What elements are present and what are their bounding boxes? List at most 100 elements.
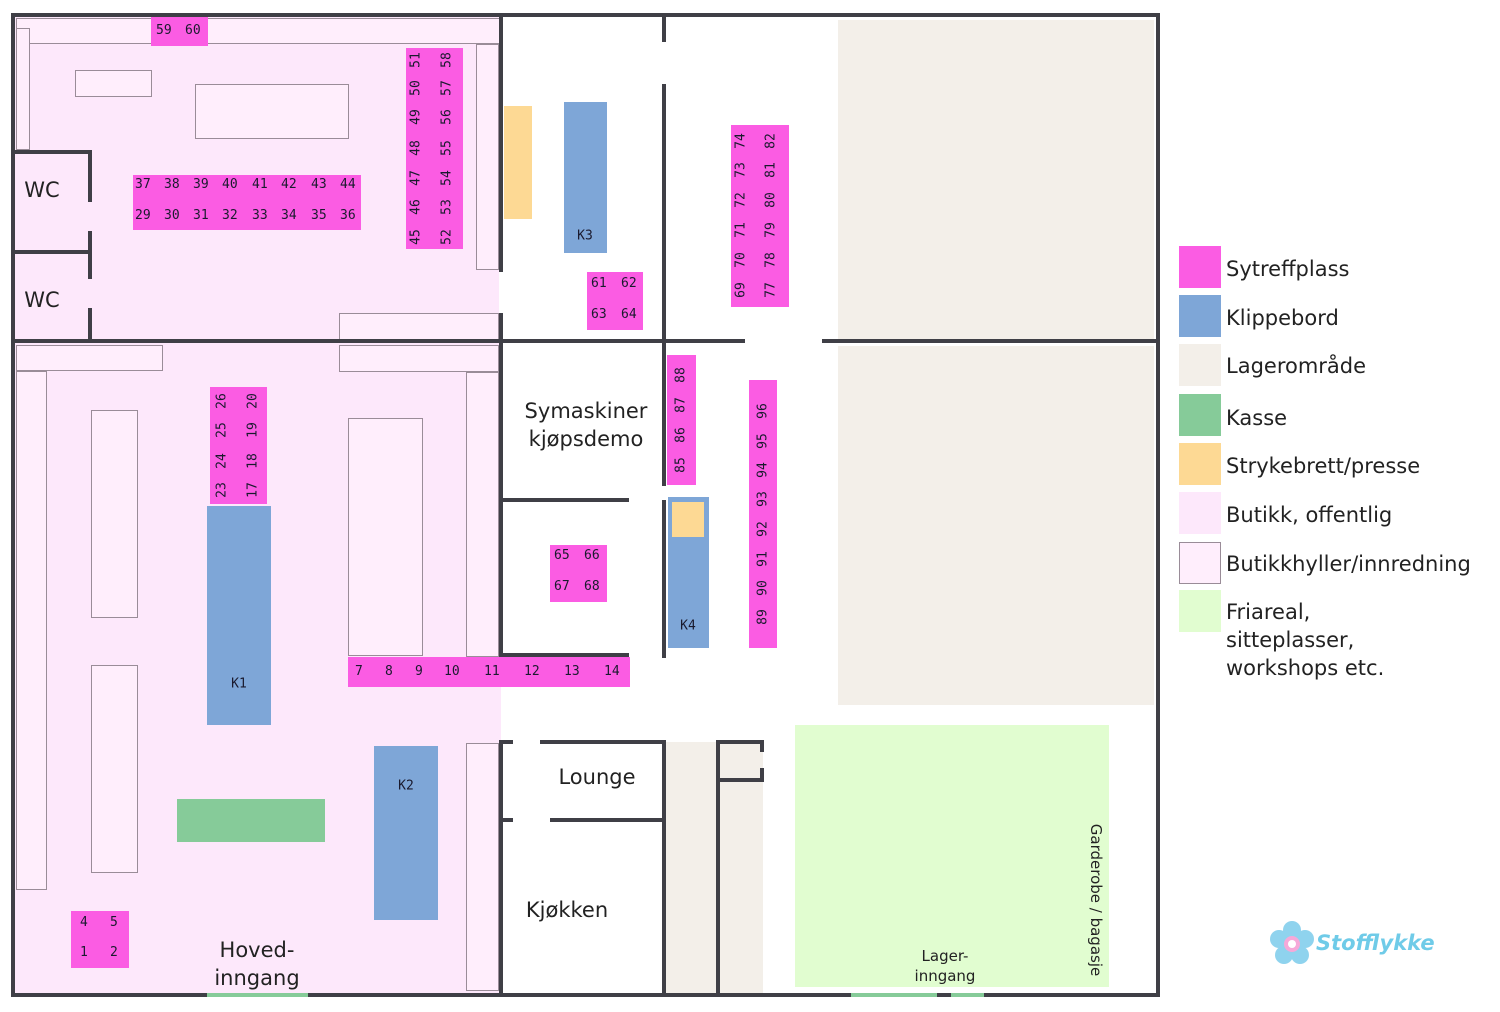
seat-block[interactable] <box>550 545 607 602</box>
seat-number: 52 <box>439 229 455 245</box>
seat-number: 10 <box>444 664 460 679</box>
seat-number: 62 <box>621 276 637 291</box>
legend-swatch-storage <box>1179 344 1221 386</box>
seat-number: 65 <box>554 548 570 563</box>
wall <box>88 231 92 279</box>
legend-swatch-shelf <box>1179 542 1221 584</box>
storage-corridor-1 <box>666 742 716 994</box>
storage-area-right <box>838 346 1154 705</box>
seat-number: 53 <box>439 199 455 215</box>
seat-number: 23 <box>214 482 230 498</box>
cutting-table-k2: K2 <box>374 746 438 920</box>
wall <box>499 498 629 502</box>
seat-number: 93 <box>755 491 771 507</box>
main-entrance-door[interactable] <box>207 993 308 997</box>
wall <box>11 339 499 343</box>
wall <box>550 818 666 822</box>
seat-number: 78 <box>763 252 779 268</box>
wall <box>499 313 503 656</box>
seat-number: 56 <box>439 109 455 125</box>
seat-number: 58 <box>439 52 455 68</box>
seat-number: 8 <box>385 664 393 679</box>
ironing-board <box>672 502 704 537</box>
seat-number: 69 <box>733 282 749 298</box>
seat-number: 50 <box>408 80 424 96</box>
storage-entrance-door-2[interactable] <box>951 993 984 997</box>
seat-number: 87 <box>673 397 689 413</box>
seat-number: 90 <box>755 580 771 596</box>
seat-number: 45 <box>408 229 424 245</box>
legend-swatch-free-area <box>1179 590 1221 632</box>
seat-number: 92 <box>755 521 771 537</box>
seat-block[interactable] <box>348 657 630 687</box>
seat-number: 67 <box>554 579 570 594</box>
storage-entrance-door[interactable] <box>851 993 937 997</box>
seat-block[interactable] <box>731 125 789 307</box>
storage-area-top-right <box>838 20 1154 340</box>
seat-number: 49 <box>408 109 424 125</box>
seat-number: 20 <box>245 393 261 409</box>
seat-number: 32 <box>222 208 238 223</box>
seat-number: 44 <box>340 177 356 192</box>
seat-number: 63 <box>591 307 607 322</box>
legend-swatch-cutting-table <box>1179 295 1221 337</box>
wall <box>662 500 666 658</box>
seat-number: 55 <box>439 140 455 156</box>
seat-number: 7 <box>355 664 363 679</box>
seat-block[interactable] <box>133 175 361 230</box>
seat-number: 68 <box>584 579 600 594</box>
seat-number: 72 <box>733 192 749 208</box>
seat-number: 77 <box>763 282 779 298</box>
seat-number: 19 <box>245 422 261 438</box>
seat-number: 51 <box>408 52 424 68</box>
legend-label: Butikk, offentlig <box>1226 503 1393 527</box>
shelf <box>339 345 499 372</box>
cutting-table-k3: K3 <box>564 102 607 253</box>
wall <box>662 13 666 42</box>
cutting-table-label: K4 <box>680 618 696 634</box>
seat-number: 79 <box>763 222 779 238</box>
shelf <box>16 371 47 890</box>
logo: Stofflykke <box>1268 918 1438 972</box>
shelf <box>348 418 423 656</box>
seat-number: 41 <box>252 177 268 192</box>
wall <box>499 653 629 657</box>
room-label-demo: Symaskiner kjøpsdemo <box>524 399 648 451</box>
wall <box>499 13 503 272</box>
floor-plan: K1 K2 K3 K4 59 60 37 38 39 40 41 42 43 4… <box>11 13 1160 997</box>
seat-number: 91 <box>755 551 771 567</box>
wall <box>662 740 666 997</box>
wall <box>499 740 503 997</box>
seat-number: 48 <box>408 140 424 156</box>
wall <box>11 13 1160 17</box>
seat-block[interactable] <box>151 17 208 46</box>
seat-number: 25 <box>214 422 230 438</box>
seat-block[interactable] <box>667 355 696 485</box>
legend-swatch-seat <box>1179 246 1221 288</box>
seat-number: 38 <box>164 177 180 192</box>
seat-block[interactable] <box>406 48 463 249</box>
seat-number: 95 <box>755 433 771 449</box>
wall <box>88 150 92 202</box>
seat-number: 5 <box>110 915 118 930</box>
seat-number: 71 <box>733 222 749 238</box>
wall <box>716 740 720 997</box>
shelf <box>466 372 499 657</box>
seat-number: 59 <box>156 23 172 38</box>
seat-number: 39 <box>193 177 209 192</box>
room-label-kitchen: Kjøkken <box>525 898 609 922</box>
legend-swatch-cash <box>1179 394 1221 436</box>
legend-label: Kasse <box>1226 406 1288 430</box>
seat-block[interactable] <box>210 387 267 504</box>
free-area <box>795 725 1109 987</box>
seat-block[interactable] <box>749 380 777 648</box>
seat-block[interactable] <box>587 272 643 330</box>
legend-label: Sytreffplass <box>1226 257 1350 281</box>
seat-block[interactable] <box>71 911 129 968</box>
seat-number: 42 <box>281 177 297 192</box>
room-label-wardrobe: Garderobe / bagasje <box>1087 823 1105 977</box>
seat-number: 74 <box>733 133 749 149</box>
seat-number: 14 <box>604 664 620 679</box>
room-label-lounge: Lounge <box>558 765 636 789</box>
seat-number: 26 <box>214 393 230 409</box>
